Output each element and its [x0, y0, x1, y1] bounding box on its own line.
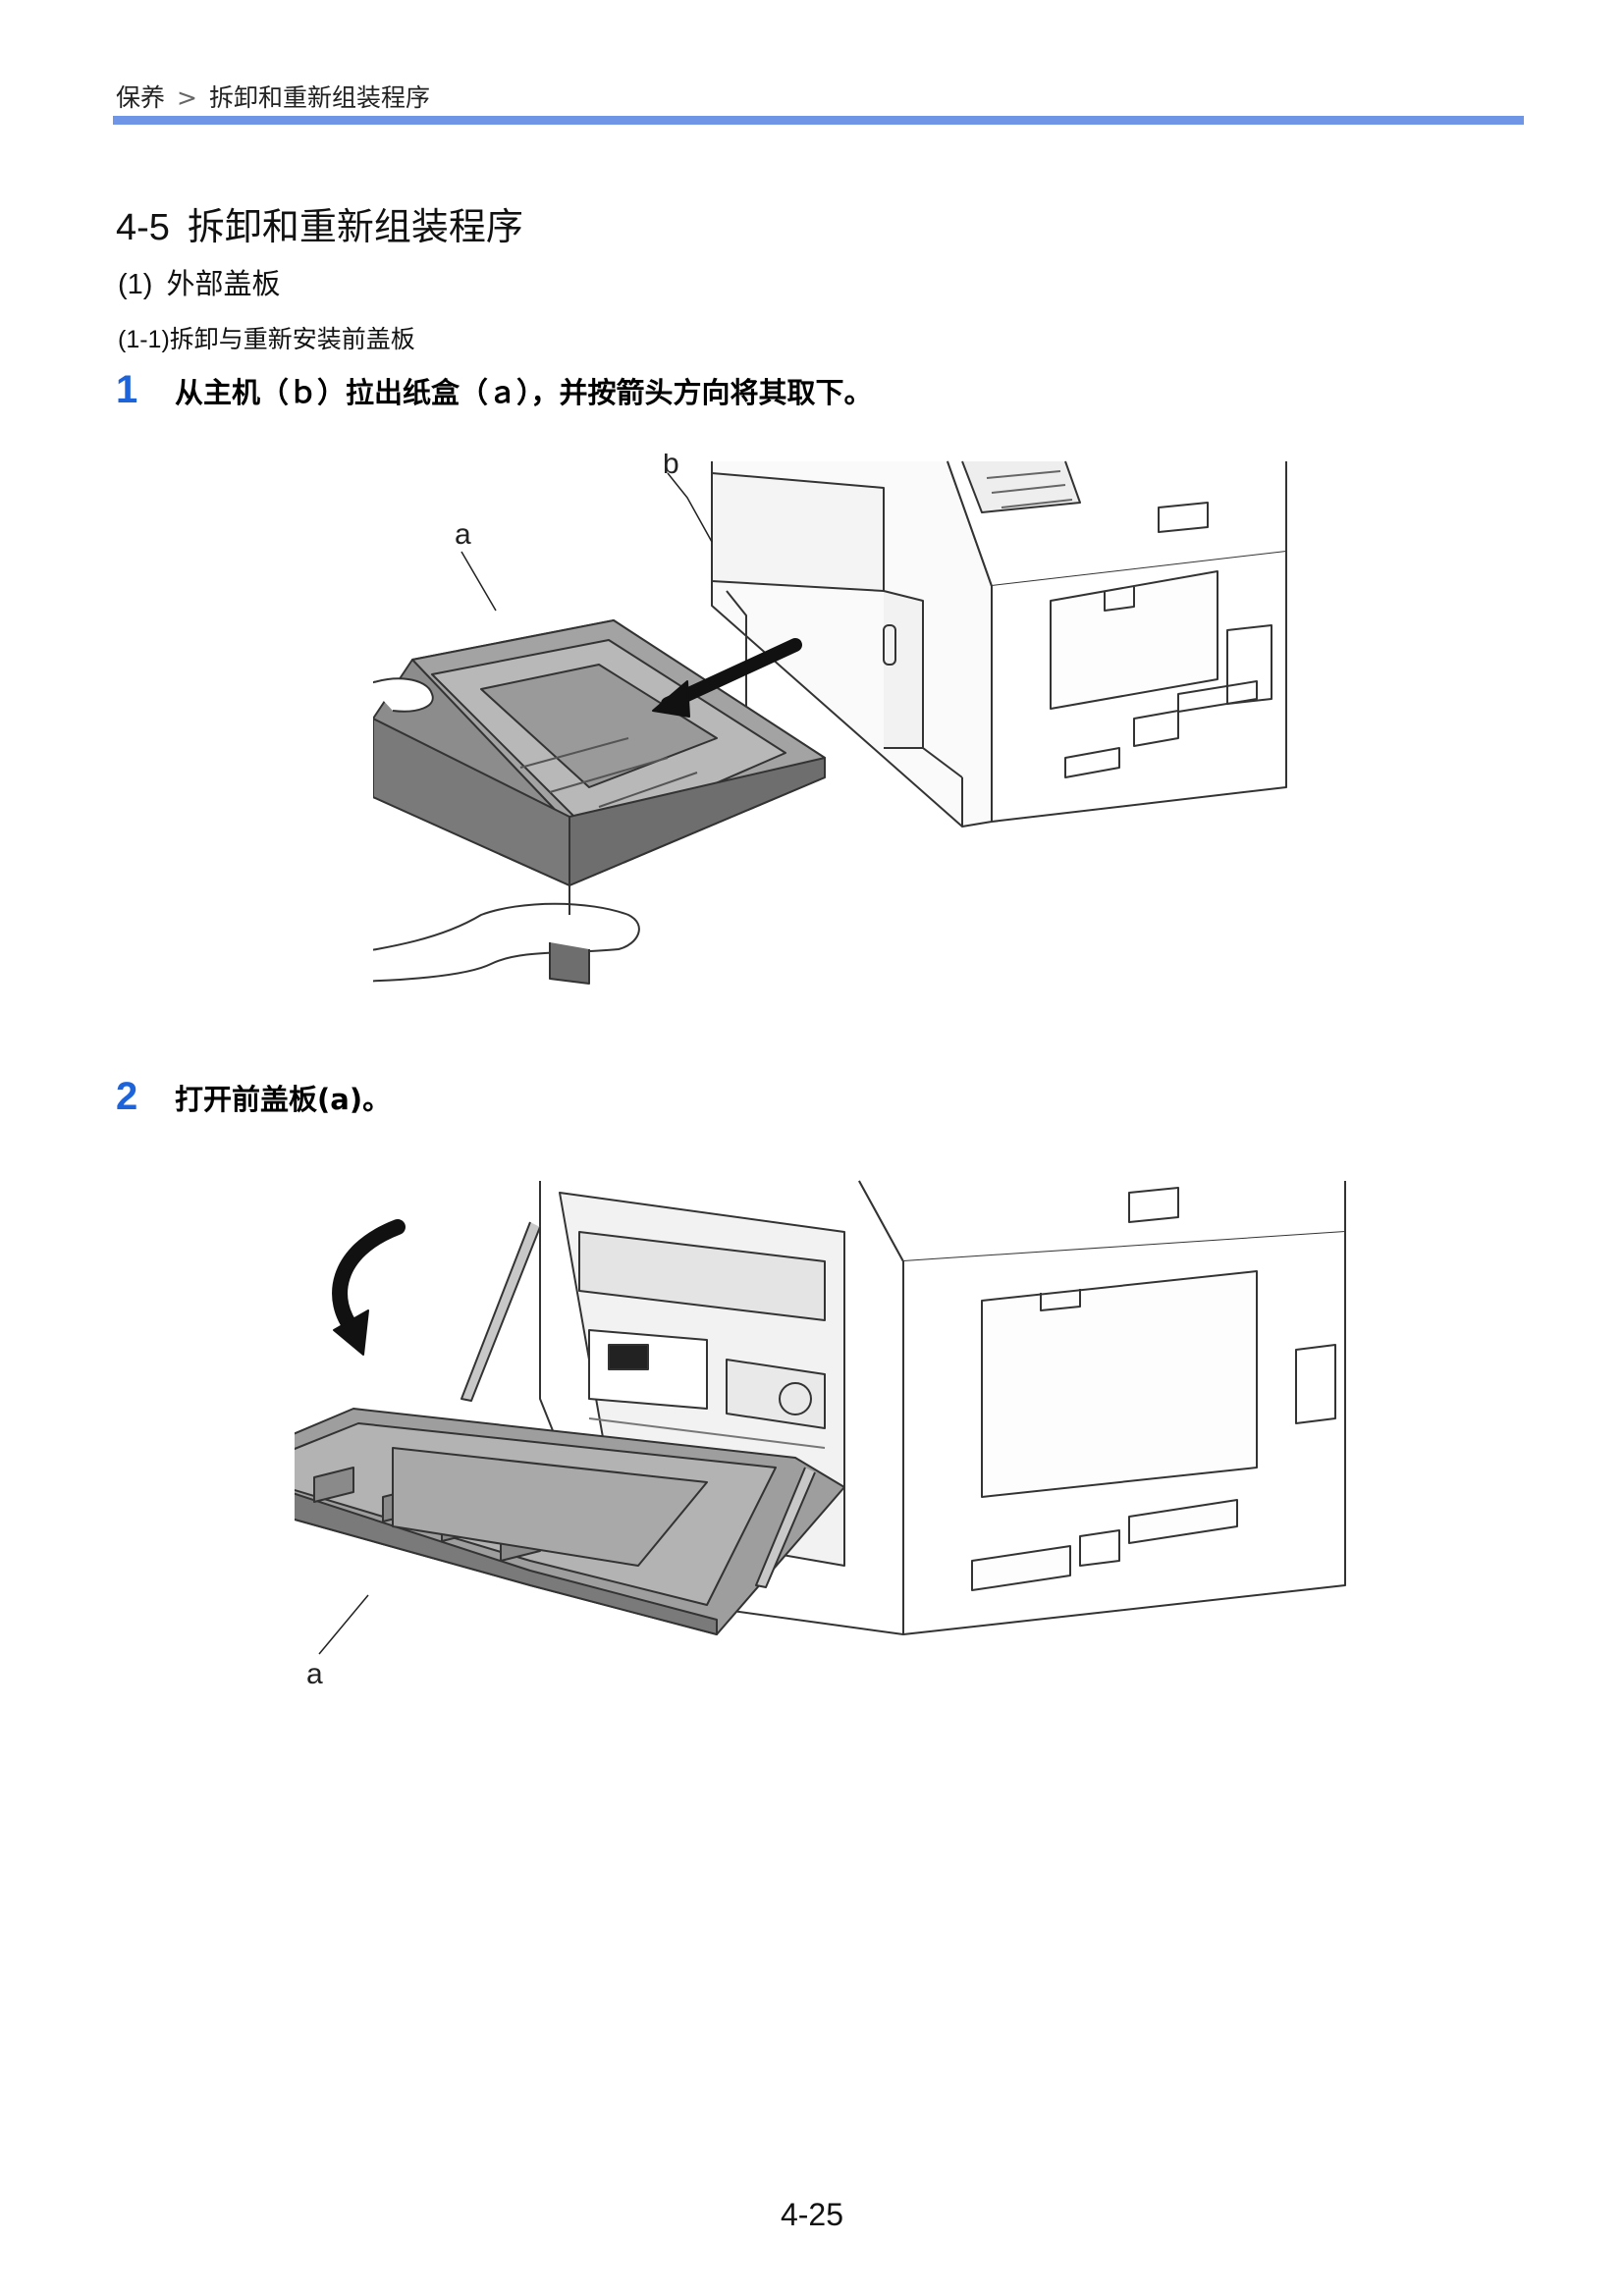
breadcrumb-item-disassembly: 拆卸和重新组装程序 — [208, 83, 430, 112]
step-1: 1 从主机（ｂ）拉出纸盒（ａ），并按箭头方向将其取下。 — [116, 368, 873, 412]
subsubsection-number: (1-1) — [118, 326, 170, 353]
subsection-number: (1) — [118, 269, 153, 300]
subsubsection-title-text: 拆卸与重新安装前盖板 — [169, 325, 415, 353]
step-2-text: 打开前盖板(a)。 — [175, 1083, 392, 1116]
header-rule — [113, 116, 1524, 125]
breadcrumb: 保养 > 拆卸和重新组装程序 — [116, 79, 430, 114]
page-number: 4-25 — [780, 2197, 844, 2232]
figure-cassette-removal: b a — [373, 454, 1316, 1003]
breadcrumb-separator: > — [177, 83, 197, 112]
section-number: 4-5 — [116, 207, 170, 248]
front-cover-open-illustration: a — [295, 1180, 1346, 1690]
step-1-text: 从主机（ｂ）拉出纸盒（ａ），并按箭头方向将其取下。 — [175, 376, 873, 409]
breadcrumb-item-maintenance: 保养 — [116, 83, 166, 112]
callout-b: b — [663, 454, 679, 480]
section-title: 4-5 拆卸和重新组装程序 — [116, 196, 523, 250]
step-2-number: 2 — [116, 1075, 138, 1118]
figure-front-cover-open: a — [295, 1173, 1365, 1723]
subsubsection-title: (1-1)拆卸与重新安装前盖板 — [118, 320, 415, 355]
cassette-removal-illustration: b a — [373, 454, 1287, 985]
callout-a: a — [455, 518, 471, 551]
step-1-number: 1 — [116, 368, 138, 411]
subsection-title: (1) 外部盖板 — [118, 261, 280, 302]
section-title-text: 拆卸和重新组装程序 — [187, 205, 523, 248]
callout-a: a — [306, 1658, 323, 1690]
subsection-title-text: 外部盖板 — [166, 267, 281, 300]
step-2: 2 打开前盖板(a)。 — [116, 1075, 391, 1119]
